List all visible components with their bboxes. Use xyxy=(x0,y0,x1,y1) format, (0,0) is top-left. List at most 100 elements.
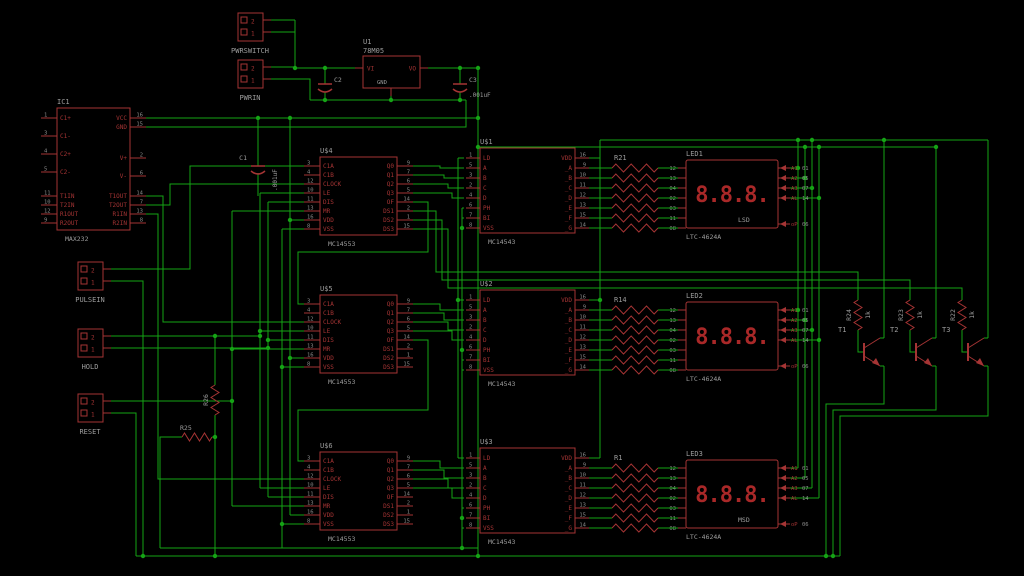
value-label: 1k xyxy=(968,311,976,319)
wire[interactable] xyxy=(413,165,464,169)
component-T3[interactable]: T3 xyxy=(942,326,985,367)
pin-name: _B xyxy=(565,317,573,324)
pin-name: _B xyxy=(565,475,573,482)
pin-name: A3 xyxy=(791,186,798,192)
pin-number: 13 xyxy=(669,318,676,324)
pin-number: 4 xyxy=(469,493,473,499)
ic-outline xyxy=(479,289,576,376)
wire[interactable] xyxy=(146,195,304,323)
resistor-zigzag xyxy=(611,163,659,173)
pin-number: 5 xyxy=(407,326,410,332)
component-T2[interactable]: T2 xyxy=(890,326,933,367)
wire[interactable] xyxy=(103,165,304,270)
wire[interactable] xyxy=(146,183,304,206)
component-R25[interactable]: R25 xyxy=(180,424,213,442)
wire[interactable] xyxy=(413,312,464,321)
wire[interactable] xyxy=(413,487,464,499)
component-C3[interactable]: C3.001uF xyxy=(452,76,491,99)
wire[interactable] xyxy=(413,228,963,300)
wire[interactable] xyxy=(909,330,916,353)
wire[interactable] xyxy=(146,100,467,128)
pin-name: Q1 xyxy=(387,310,395,317)
wire[interactable] xyxy=(159,436,182,548)
wire[interactable] xyxy=(413,210,859,300)
component-R26[interactable]: R26 xyxy=(202,384,220,416)
ref-label: R25 xyxy=(180,424,192,432)
pin-number: 2 xyxy=(91,400,95,407)
junction-dot xyxy=(475,115,481,121)
pin-name: _C xyxy=(565,485,573,492)
wire[interactable] xyxy=(825,366,885,556)
component-C1[interactable]: C1.001uF xyxy=(239,154,279,191)
wire[interactable] xyxy=(413,469,464,479)
component-C2[interactable]: C2 xyxy=(317,76,342,93)
component-T1[interactable]: T1 xyxy=(838,326,881,367)
wire[interactable] xyxy=(146,213,304,480)
junction-dot xyxy=(265,337,271,343)
pin-number: 1 xyxy=(407,510,410,516)
wire[interactable] xyxy=(103,412,137,556)
pin-number: 01 xyxy=(802,166,809,172)
component-R21[interactable]: R21 xyxy=(589,154,678,233)
ref-label: LED1 xyxy=(686,150,703,158)
resistor-zigzag xyxy=(611,305,659,315)
junction-dot xyxy=(795,165,801,171)
pin-number: 1 xyxy=(469,453,472,459)
pin-name: VCC xyxy=(116,115,127,122)
pin-name: A xyxy=(483,307,487,314)
pin-name: C2- xyxy=(60,169,71,176)
wire[interactable] xyxy=(832,366,937,556)
wire[interactable] xyxy=(413,478,464,489)
wire[interactable] xyxy=(297,201,429,305)
pin-name: Q2 xyxy=(387,476,395,483)
resistor-zigzag xyxy=(181,432,213,442)
wire[interactable] xyxy=(413,460,464,469)
ref-label: R1 xyxy=(614,454,622,462)
wire[interactable] xyxy=(413,174,464,179)
wire[interactable] xyxy=(103,280,144,556)
wire[interactable] xyxy=(413,303,464,311)
digit-order-label: LSD xyxy=(738,216,750,224)
wire[interactable] xyxy=(413,183,464,189)
wire[interactable] xyxy=(413,321,464,331)
pin-number: 10 xyxy=(44,200,51,206)
pin-number: 13 xyxy=(136,209,143,215)
wire[interactable] xyxy=(857,330,864,353)
junction-dot xyxy=(287,115,293,121)
pin-number: 1 xyxy=(407,353,410,359)
wire[interactable] xyxy=(271,78,311,100)
pin-number: 9 xyxy=(407,161,410,167)
pin-number: 3 xyxy=(469,173,472,179)
pin-name: C1B xyxy=(323,172,334,179)
wire[interactable] xyxy=(839,366,989,556)
pin-name: LD xyxy=(483,155,491,162)
wire[interactable] xyxy=(961,330,968,353)
pin-number: 11 xyxy=(669,516,676,522)
component-R1[interactable]: R1 xyxy=(589,454,678,533)
wire[interactable] xyxy=(413,219,911,300)
wire[interactable] xyxy=(297,339,429,462)
component-R14[interactable]: R14 xyxy=(589,296,678,375)
value-label: LTC-4624A xyxy=(686,233,721,241)
ref-label: T1 xyxy=(838,326,846,334)
